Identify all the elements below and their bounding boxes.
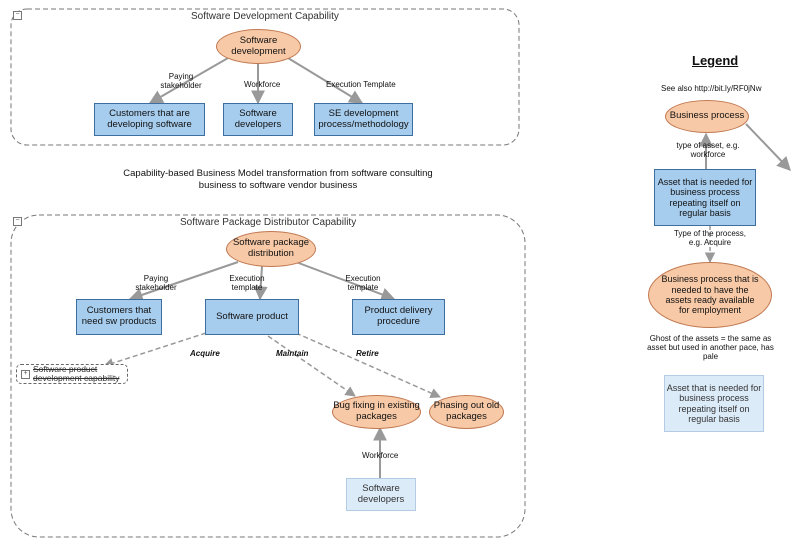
collapse-top-icon[interactable]: − — [13, 11, 22, 20]
edge-label-bottom-execution-right: Execution template — [345, 274, 381, 293]
edge-label-retire: Retire — [356, 349, 379, 358]
group-outline-top — [10, 8, 520, 146]
node-phasing-out[interactable]: Phasing out old packages — [429, 395, 504, 429]
edge-bottom-paying — [128, 261, 239, 302]
node-software-package-distribution[interactable]: Software package distribution — [226, 231, 316, 267]
legend-edge-out — [745, 123, 791, 172]
edge-label-workforce-bottom: Workforce — [362, 451, 399, 460]
edge-maintain — [267, 335, 356, 397]
node-software-developers-top[interactable]: Software developers — [223, 103, 293, 136]
collapse-bottom-icon[interactable]: − — [13, 217, 22, 226]
node-software-product[interactable]: Software product — [205, 299, 299, 335]
edge-bottom-execution-mid — [253, 265, 268, 301]
node-customers-need-sw[interactable]: Customers that need sw products — [76, 299, 162, 335]
edge-label-acquire: Acquire — [190, 349, 220, 358]
node-software-product-dev-capability[interactable]: + Software product development capabilit… — [16, 364, 128, 384]
edge-top-execution — [287, 57, 364, 104]
node-se-development-process[interactable]: SE development process/methodology — [314, 103, 413, 136]
node-customers-developing[interactable]: Customers that are developing software — [94, 103, 205, 136]
ghost-group-label: Software product development capability — [33, 364, 120, 383]
node-product-delivery-procedure[interactable]: Product delivery procedure — [352, 299, 445, 335]
group-outline-bottom — [10, 214, 526, 538]
group-title-bottom: Software Package Distributor Capability — [180, 217, 357, 228]
legend-business-process: Business process — [665, 100, 749, 133]
legend-bp-needed: Business process that is needed to have … — [648, 262, 772, 328]
edge-top-paying — [148, 57, 229, 104]
edge-label-top-paying: Paying stakeholder — [160, 72, 202, 91]
expand-ghost-icon[interactable]: + — [21, 369, 30, 379]
edge-label-maintain: Maintain — [276, 349, 309, 358]
legend-see-also[interactable]: See also http://bit.ly/RF0jNw — [661, 84, 762, 93]
edge-acquire — [103, 332, 207, 369]
node-software-developers-bottom[interactable]: Software developers — [346, 478, 416, 511]
legend-type-of-asset: type of asset, e.g. workforce — [676, 141, 740, 160]
diagram-caption: Capability-based Business Model transfor… — [123, 168, 433, 192]
legend-type-of-process: Type of the process, e.g. Acquire — [673, 229, 747, 248]
edge-bottom-execution-right — [295, 261, 396, 302]
legend-asset-needed-pale: Asset that is needed for business proces… — [664, 375, 764, 432]
edge-retire — [295, 332, 441, 398]
edge-label-bottom-paying: Paying stakeholder — [135, 274, 177, 293]
edge-label-top-execution: Execution Template — [326, 80, 396, 89]
group-title-top: Software Development Capability — [191, 11, 339, 22]
legend-title: Legend — [692, 53, 739, 68]
legend-asset-needed: Asset that is needed for business proces… — [654, 169, 756, 226]
node-software-development[interactable]: Software development — [216, 29, 301, 64]
legend-ghost-note: Ghost of the assets = the same as asset … — [647, 334, 774, 362]
node-bug-fixing[interactable]: Bug fixing in existing packages — [332, 395, 421, 429]
edge-label-top-workforce: Workforce — [244, 80, 281, 89]
edge-label-bottom-execution-mid: Execution template — [229, 274, 265, 293]
